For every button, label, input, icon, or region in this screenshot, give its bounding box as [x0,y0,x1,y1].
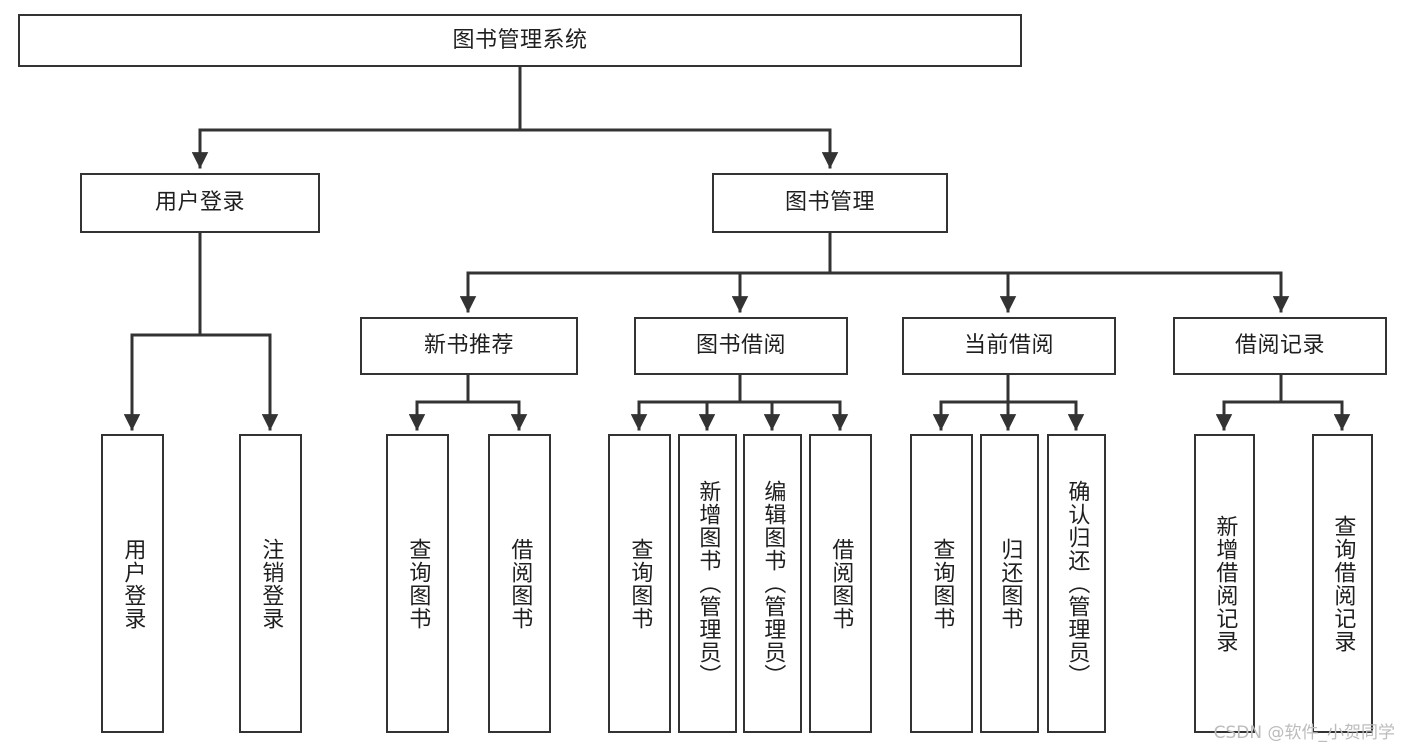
node-leaf-borrow-books-recommend-label: 借阅图书 [507,537,533,630]
node-leaf-borrow-books-recommend[interactable]: 借阅图书 [488,434,551,733]
node-leaf-borrow-books-borrow[interactable]: 借阅图书 [809,434,872,733]
node-leaf-return-books-label: 归还图书 [997,537,1023,630]
node-current-borrow[interactable]: 当前借阅 [902,317,1116,375]
node-leaf-logout-label: 注销登录 [258,537,284,630]
node-leaf-add-book-admin[interactable]: 新增图书（管理员） [678,434,737,733]
node-leaf-confirm-return-admin[interactable]: 确认归还（管理员） [1047,434,1106,733]
node-user-login[interactable]: 用户登录 [80,173,320,233]
node-leaf-query-books-current-label: 查询图书 [929,537,955,630]
node-new-book-recommend[interactable]: 新书推荐 [360,317,578,375]
node-leaf-logout[interactable]: 注销登录 [239,434,302,733]
node-leaf-query-books-borrow-label: 查询图书 [627,537,653,630]
node-leaf-query-books-recommend-label: 查询图书 [405,537,431,630]
node-leaf-confirm-return-admin-label: 确认归还（管理员） [1064,480,1090,687]
node-leaf-query-books-recommend[interactable]: 查询图书 [386,434,449,733]
node-leaf-user-login-label: 用户登录 [120,537,146,630]
node-leaf-query-borrow-record-label: 查询借阅记录 [1330,514,1356,653]
node-leaf-borrow-books-borrow-label: 借阅图书 [828,537,854,630]
node-leaf-query-borrow-record[interactable]: 查询借阅记录 [1312,434,1373,733]
node-root[interactable]: 图书管理系统 [18,14,1022,67]
node-leaf-edit-book-admin-label: 编辑图书（管理员） [760,480,786,687]
node-book-borrow[interactable]: 图书借阅 [634,317,848,375]
csdn-watermark: CSDN @软件_小贺同学 [1213,723,1395,743]
node-root-label: 图书管理系统 [452,27,588,53]
node-leaf-query-books-current[interactable]: 查询图书 [910,434,973,733]
node-book-management-label: 图书管理 [784,190,875,216]
node-current-borrow-label: 当前借阅 [963,333,1054,359]
node-borrow-records-label: 借阅记录 [1234,333,1325,359]
node-book-management[interactable]: 图书管理 [712,173,948,233]
node-leaf-add-book-admin-label: 新增图书（管理员） [695,480,721,687]
node-borrow-records[interactable]: 借阅记录 [1173,317,1387,375]
node-leaf-add-borrow-record[interactable]: 新增借阅记录 [1194,434,1255,733]
node-user-login-label: 用户登录 [154,190,245,216]
node-leaf-query-books-borrow[interactable]: 查询图书 [608,434,671,733]
node-leaf-user-login[interactable]: 用户登录 [101,434,164,733]
node-new-book-recommend-label: 新书推荐 [423,333,514,359]
node-book-borrow-label: 图书借阅 [695,333,786,359]
node-leaf-edit-book-admin[interactable]: 编辑图书（管理员） [743,434,802,733]
node-leaf-add-borrow-record-label: 新增借阅记录 [1212,514,1238,653]
node-leaf-return-books[interactable]: 归还图书 [980,434,1039,733]
